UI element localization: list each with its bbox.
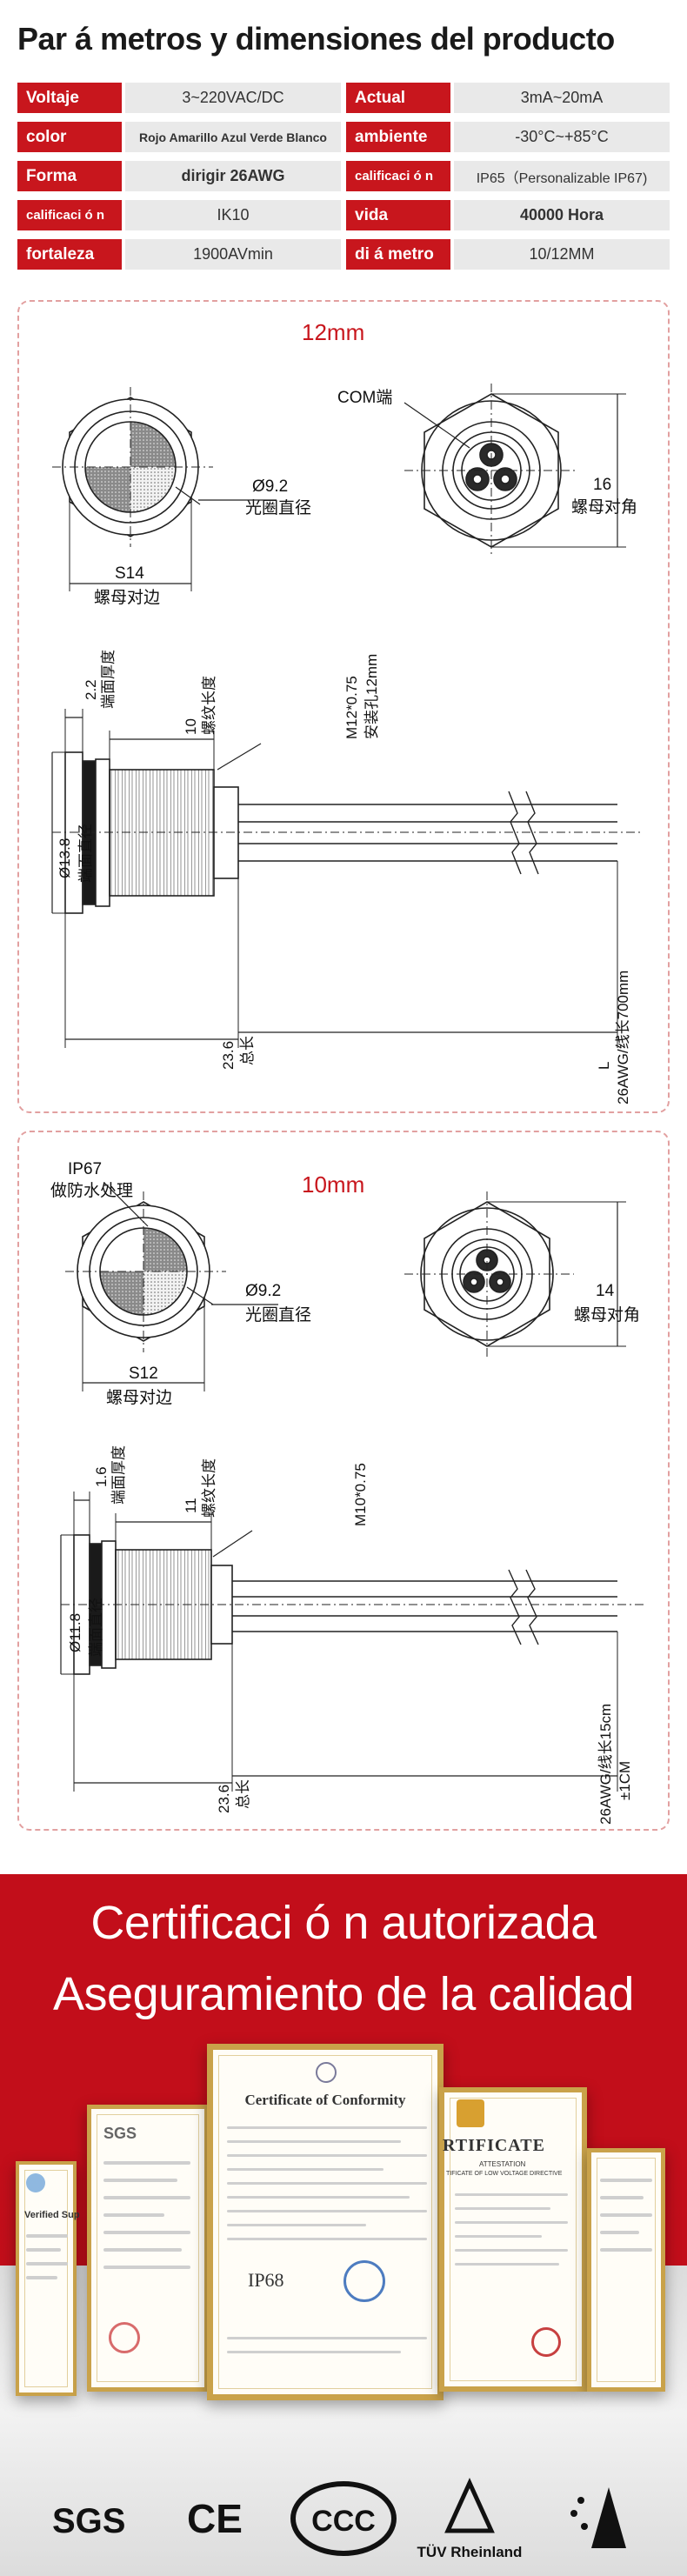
sgs-logo: SGS [52,2502,125,2540]
thread-spec: M10*0.75 [352,1463,369,1526]
wire-length: 26AWG/线长700mm [615,971,631,1104]
total-length: 23.6 [216,1785,232,1813]
lens-diameter: Ø9.2 [252,477,288,496]
conformity-ip: IP68 [248,2269,284,2291]
cert-heading-2: Aseguramiento de la calidad [53,1968,634,2020]
stamp-icon [109,2322,140,2353]
page-title: Par á metros y dimensiones del producto [17,21,615,57]
lvd-sub: ATTESTATION [479,2160,526,2168]
lvd-sub2: TIFICATE OF LOW VOLTAGE DIRECTIVE [446,2171,563,2177]
lens-diameter: Ø9.2 [245,1282,281,1300]
tuv-logo: TÜV Rheinland [417,2477,523,2560]
certificate-lvd: RTIFICATE ATTESTATION TIFICATE OF LOW VO… [439,2087,587,2392]
spec-value: IK10 [125,200,341,230]
hex-diagonal-cn: 螺母对角 [574,1305,640,1325]
lvd-title: RTIFICATE [443,2136,545,2155]
spec-value: 3~220VAC/DC [125,83,341,113]
spec-label: calificaci ó n [346,161,450,191]
face-diameter-cn: 端面直径 [77,824,94,883]
total-length-cn: 总长 [235,1779,251,1809]
wire-length: 26AWG/线长15cm [597,1704,614,1825]
face-thickness: 2.2 [83,679,99,700]
spec-label: vida [346,200,450,230]
drawing-frame-12mm [17,300,670,1113]
ccc-text: CCC [311,2505,376,2538]
total-length-cn: 总长 [239,1036,256,1065]
hex-diagonal-cn: 螺母对角 [571,497,637,517]
spec-label: Voltaje [17,83,122,113]
certificate-verified: Verified Sup [16,2161,80,2396]
spec-value: IP65（Personalizable IP67) [454,161,670,191]
com-terminal: COM端 [337,388,392,407]
face-diameter: Ø11.8 [67,1613,83,1652]
drawing-title: 12mm [302,319,365,345]
face-thickness: 1.6 [93,1466,110,1487]
badge-icon [26,2173,45,2192]
spec-label: ambiente [346,122,450,152]
spec-label: color [17,122,122,152]
hex-diagonal: 16 [593,476,611,494]
mount-hole: 安装孔12mm [364,654,380,739]
face-diameter-cn: 端面直径 [88,1598,104,1657]
face-diameter: Ø13.8 [57,838,73,878]
stamp-icon [344,2260,385,2302]
drawing-frame-10mm [17,1131,670,1831]
lens-diameter-cn: 光圈直径 [245,1305,311,1325]
thread-length: 11 [183,1498,199,1513]
spec-label: fortaleza [17,239,122,270]
thread-spec: M12*0.75 [344,676,360,739]
ccc-logo: CCC [290,2481,397,2556]
spec-label: calificaci ó n [17,200,122,230]
sgs-doc-logo: SGS [103,2125,137,2142]
stars-flag-icon [570,2487,626,2548]
dim-l: L [596,1062,612,1070]
cert-heading-1: Certificaci ó n autorizada [90,1897,597,1949]
conformity-title: Certificate of Conformity [244,2092,406,2108]
wire-tolerance: ±1CM [617,1761,633,1800]
stamp-icon [531,2327,561,2357]
face-thickness-cn: 端面厚度 [100,650,117,709]
verified-text: Verified Sup [24,2210,80,2220]
ce-logo: CE [187,2496,243,2541]
lens-diameter-cn: 光圈直径 [245,498,311,517]
spec-label: Forma [17,161,122,191]
seal-icon [316,2062,337,2083]
thread-length-cn: 螺纹长度 [201,676,217,735]
face-thickness-cn: 端面厚度 [110,1445,127,1505]
technical-drawing-10mm: IP67 做防水处理 Ø9.2 光圈直径 S12 螺母对边 14 螺母对角 [50,1160,644,1825]
certificate-right [587,2148,665,2392]
spec-value: 40000 Hora [454,200,670,230]
ip-rating-cn: 做防水处理 [50,1181,133,1200]
technical-drawing-12mm: Ø9.2 光圈直径 S14 螺母对边 COM端 16 螺母对角 [51,384,644,1104]
certification-logos: SGS CE CCC TÜV Rheinland [52,2477,626,2560]
total-length: 23.6 [220,1041,237,1070]
spec-label: di á metro [346,239,450,270]
hex-s-size: S14 [115,564,144,583]
certificate-of-conformity: Certificate of Conformity IP68 [207,2044,444,2400]
spec-value: 10/12MM [454,239,670,270]
spec-value: 3mA~20mA [454,83,670,113]
spec-value: dirigir 26AWG [125,161,341,191]
hex-s-cn: 螺母对边 [106,1388,172,1407]
hex-diagonal: 14 [596,1282,615,1300]
hex-s-size: S12 [129,1365,158,1383]
hex-s-cn: 螺母对边 [94,588,160,607]
certificate-sgs: SGS [87,2105,209,2392]
thread-length: 10 [183,718,199,735]
spec-value: 1900AVmin [125,239,341,270]
drawing-title: 10mm [302,1171,365,1198]
crest-icon [457,2099,484,2127]
tuv-text: TÜV Rheinland [417,2544,523,2560]
ip-rating: IP67 [68,1160,102,1178]
spec-value: -30°C~+85°C [454,122,670,152]
spec-label: Actual [346,83,450,113]
spec-value: Rojo Amarillo Azul Verde Blanco [125,122,341,152]
thread-length-cn: 螺纹长度 [201,1458,217,1518]
